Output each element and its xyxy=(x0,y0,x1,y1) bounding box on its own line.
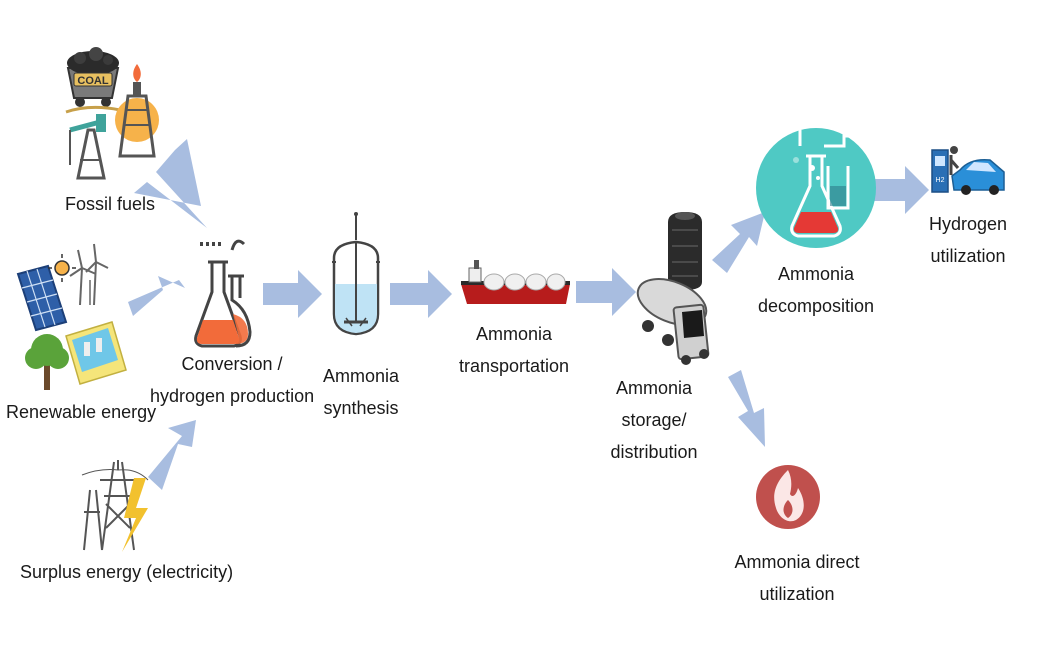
label-line: synthesis xyxy=(323,398,399,418)
label-line: decomposition xyxy=(757,296,875,316)
label-line: Fossil fuels xyxy=(64,194,156,214)
lab-flask-icon xyxy=(194,239,252,348)
label-line: Ammonia xyxy=(615,378,693,398)
lightning-icon xyxy=(122,478,148,552)
label-line: Ammonia xyxy=(777,264,855,284)
storage-tank-icon xyxy=(668,212,702,290)
oil-pump-icon xyxy=(69,114,106,180)
label-storage-distribution: Ammonia storage/ distribution xyxy=(600,372,708,468)
label-synthesis: Ammonia synthesis xyxy=(316,360,406,424)
fossil-fuels-icon-group: COAL xyxy=(65,47,159,180)
label-decomposition: Ammonia decomposition xyxy=(754,258,878,322)
reaction-flask-icon xyxy=(756,128,876,248)
dam-icon xyxy=(65,321,127,385)
label-line: Ammonia direct xyxy=(734,552,860,572)
flow-arrow-decomposition-to-hydrogen xyxy=(867,166,929,214)
label-direct-utilization: Ammonia direct utilization xyxy=(728,546,866,610)
tanker-ship-icon xyxy=(461,260,570,304)
tanker-truck-icon xyxy=(636,278,710,365)
label-line: distribution xyxy=(610,442,698,462)
label-transportation: Ammonia transportation xyxy=(452,318,576,382)
pump-text: H2 xyxy=(936,177,945,184)
label-line: Ammonia xyxy=(322,366,400,386)
label-conversion: Conversion / hydrogen production xyxy=(150,348,314,412)
flow-arrow-conversion-to-synthesis xyxy=(263,270,322,318)
tree-icon xyxy=(25,334,69,390)
label-line: Hydrogen xyxy=(928,214,1008,234)
flow-arrow-synthesis-to-transport xyxy=(390,270,452,318)
flow-arrow-fossil-to-conversion xyxy=(134,139,207,228)
flow-arrow-transport-to-storage xyxy=(576,268,636,316)
label-line: Renewable energy xyxy=(6,402,157,422)
hydrogen-car-icon: H2 xyxy=(931,146,1005,195)
label-renewable-energy: Renewable energy xyxy=(6,396,157,428)
label-hydrogen-utilization: Hydrogen utilization xyxy=(920,208,1016,272)
label-line: Surplus energy (electricity) xyxy=(20,562,234,582)
label-line: Conversion / xyxy=(181,354,283,374)
flow-arrow-storage-to-decomposition xyxy=(712,212,765,273)
label-surplus-energy: Surplus energy (electricity) xyxy=(20,556,234,588)
wind-turbine-icon xyxy=(69,243,109,306)
reactor-vessel-icon xyxy=(332,212,380,336)
surplus-energy-icon-group xyxy=(81,460,149,552)
label-line: Ammonia xyxy=(475,324,553,344)
coal-cart-icon: COAL xyxy=(65,47,121,114)
gas-flare-icon xyxy=(115,64,159,158)
flow-arrow-storage-to-direct xyxy=(728,370,765,447)
label-line: transportation xyxy=(458,356,570,376)
solar-panel-icon xyxy=(16,264,68,332)
flow-arrow-renewable-to-conversion xyxy=(128,276,185,316)
label-fossil-fuels: Fossil fuels xyxy=(56,188,164,220)
flow-arrow-surplus-to-conversion xyxy=(148,420,196,490)
coal-text: COAL xyxy=(77,75,108,87)
power-tower-icon xyxy=(81,460,149,551)
label-line: storage/ xyxy=(621,410,687,430)
sun-icon xyxy=(48,254,76,282)
label-line: utilization xyxy=(930,246,1006,266)
flame-icon xyxy=(756,465,820,529)
renewable-energy-icon-group xyxy=(16,243,127,390)
flow-arrows xyxy=(128,139,929,490)
label-line: utilization xyxy=(759,584,835,604)
label-line: hydrogen production xyxy=(150,386,315,406)
